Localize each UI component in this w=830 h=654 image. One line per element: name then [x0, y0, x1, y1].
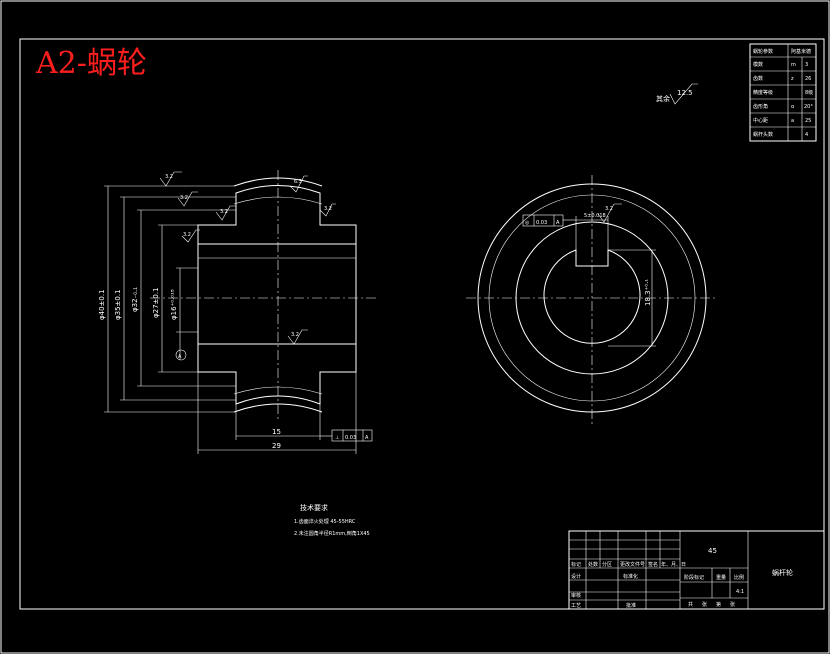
roughness-symbol: 3.2	[319, 203, 336, 217]
tb-part-name: 蜗杆轮	[772, 568, 793, 577]
svg-text:3.2: 3.2	[220, 209, 228, 215]
param-val: 26	[805, 76, 811, 82]
dim-d4: φ27±0.1	[152, 287, 160, 318]
param-table: 蜗轮参数 阿基米德 模数 m 3 齿数 z 26 精度等级 8级 齿形角 α 2…	[749, 43, 817, 142]
roughness-symbol: 3.2	[287, 329, 308, 345]
keyway-tolerance: 5±0.018	[584, 213, 606, 219]
param-sym: a	[791, 118, 794, 124]
coaxiality-frame	[522, 214, 564, 227]
svg-text:张: 张	[730, 601, 735, 608]
gtol-symbol: ⊥	[335, 435, 339, 441]
tb-label: 标记	[571, 561, 581, 568]
roughness-symbol: 6.3	[289, 175, 308, 193]
param-name: 模数	[753, 61, 763, 68]
gtol-symbol: ◎	[525, 220, 530, 226]
dim-29: 29	[272, 442, 281, 450]
keyway-depth: 18.3⁺⁰·¹	[644, 279, 652, 306]
dim-15: 15	[272, 428, 281, 436]
gtol-value: 0.03	[345, 435, 356, 441]
sheet-title: A2-蜗轮	[35, 46, 147, 81]
tb-stage: 阶段标记	[684, 574, 704, 581]
tb-ratio: 比例	[734, 574, 744, 581]
dim-d3: φ32₋₀.₁	[131, 287, 139, 312]
tb-scale: 4:1	[736, 589, 744, 595]
lower-section-hatch	[197, 343, 357, 405]
svg-text:3.2: 3.2	[165, 174, 173, 180]
gtol-datum: A	[365, 435, 369, 441]
hub-bore	[197, 243, 357, 345]
svg-text:张: 张	[702, 601, 707, 608]
svg-text:3.2: 3.2	[291, 332, 299, 338]
inner-border	[19, 38, 825, 610]
svg-text:3.2: 3.2	[605, 206, 613, 212]
tb-role: 设计	[571, 573, 581, 580]
outer-circle	[477, 183, 707, 413]
pitch-circle	[488, 194, 696, 402]
tb-material: 45	[708, 547, 717, 555]
datum-letter: A	[178, 354, 182, 360]
tb-approve: 批准	[626, 602, 636, 609]
roughness-symbol: 3.2	[181, 229, 200, 243]
perpendicularity-frame	[331, 429, 373, 442]
bore-with-keyway	[543, 249, 641, 344]
gtol-value: 0.03	[536, 220, 547, 226]
gtol-datum: A	[556, 220, 560, 226]
general-roughness-note: 其余 12.5	[656, 83, 698, 105]
param-val: 8级	[805, 89, 813, 96]
tb-label: 分区	[602, 561, 612, 568]
dim-bore: φ16⁺⁰·⁰¹⁸	[170, 289, 178, 320]
param-val: 3	[805, 62, 808, 68]
param-sym: α	[791, 104, 795, 110]
roughness-symbol: 3.2	[215, 205, 236, 221]
param-sym: m	[791, 62, 796, 68]
svg-text:3.2: 3.2	[183, 232, 191, 238]
datum-symbol	[175, 349, 187, 361]
tb-label: 更改文件号	[620, 561, 645, 568]
tb-label: 签名	[648, 561, 658, 568]
svg-text:第: 第	[716, 601, 721, 608]
hub-circle	[515, 221, 669, 375]
tech-requirements: 技术要求 1.齿面淬火处理 45-55HRC 2.未注圆角半径R1mm,倒角1X…	[294, 503, 370, 537]
svg-text:6.3: 6.3	[294, 179, 302, 185]
tb-role: 审核	[571, 592, 581, 599]
param-header-type: 阿基米德	[791, 48, 811, 55]
dim-od: φ40±0.1	[98, 289, 106, 320]
tb-role: 工艺	[571, 603, 581, 609]
param-name: 齿形角	[753, 103, 768, 110]
svg-text:3.2: 3.2	[324, 206, 332, 212]
tech-req-item: 2.未注圆角半径R1mm,倒角1X45	[294, 530, 370, 537]
roughness-note-prefix: 其余	[656, 94, 670, 103]
param-sym: z	[791, 76, 794, 82]
roughness-symbol	[669, 83, 698, 105]
section-view: φ40±0.1 φ35±0.1 φ32₋₀.₁ φ27±0.1 φ16⁺⁰·⁰¹…	[98, 170, 378, 454]
tech-req-title: 技术要求	[300, 503, 328, 512]
tb-std: 标准化	[623, 573, 638, 580]
param-name: 齿数	[753, 75, 763, 82]
param-name: 中心距	[753, 117, 768, 124]
param-val: 25	[805, 118, 811, 124]
param-name: 精度等级	[753, 89, 773, 96]
param-header-name: 蜗轮参数	[753, 48, 773, 55]
svg-text:3.2: 3.2	[180, 195, 188, 201]
end-view: 5±0.018 18.3⁺⁰·¹ ◎ 0.03 A 3.2	[466, 175, 718, 425]
tb-label: 处数	[588, 561, 598, 568]
roughness-symbol: 3.2	[177, 191, 198, 207]
tb-weight: 重量	[716, 574, 726, 581]
title-block: 标记 处数 分区 更改文件号 签名 年、月、日 设计 审核 工艺 标准化 批准 …	[568, 530, 825, 610]
param-name: 蜗杆头数	[753, 131, 773, 138]
tech-req-item: 1.齿面淬火处理 45-55HRC	[294, 518, 356, 525]
roughness-symbol: 3.2	[597, 203, 622, 223]
param-val: 4	[805, 132, 808, 138]
roughness-note-value: 12.5	[677, 89, 693, 97]
param-val: 20°	[804, 104, 813, 110]
dim-d2: φ35±0.1	[114, 289, 122, 320]
svg-text:共: 共	[688, 601, 693, 608]
roughness-symbol: 3.2	[159, 171, 182, 187]
tb-label: 年、月、日	[661, 561, 686, 568]
